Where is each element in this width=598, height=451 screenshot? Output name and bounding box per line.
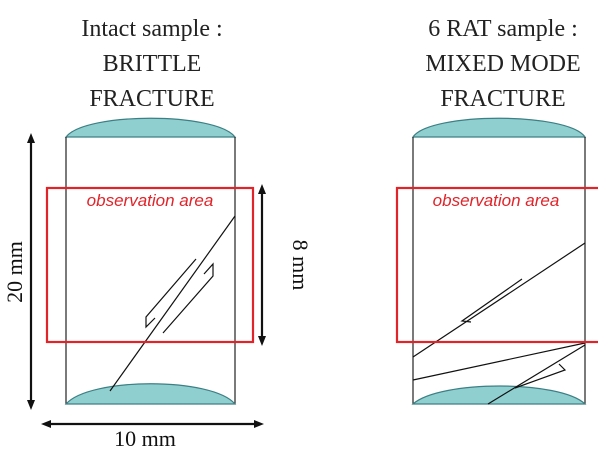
right-shear-arrow-upper xyxy=(460,278,523,323)
right-fracture-line-bottom xyxy=(487,344,586,405)
observation-height-label: 8 mm xyxy=(288,240,313,291)
left-top-cap xyxy=(64,117,237,138)
right-title-line-2: MIXED MODE xyxy=(425,51,580,77)
right-bottom-cap xyxy=(411,385,587,405)
width-dimension-label: 10 mm xyxy=(114,426,176,451)
right-shear-arrow-lower xyxy=(514,363,567,389)
right-observation-area xyxy=(395,186,598,344)
right-fracture-line-lower xyxy=(412,342,586,381)
left-title-line-1: Intact sample : xyxy=(81,16,222,42)
right-sample: 6 RAT sample : MIXED MODE FRACTURE obser… xyxy=(395,16,598,405)
right-title-line-3: FRACTURE xyxy=(440,86,565,112)
left-bottom-cap xyxy=(64,383,237,405)
right-top-cap xyxy=(411,117,587,138)
right-observation-label: observation area xyxy=(433,191,560,210)
left-title-line-3: FRACTURE xyxy=(89,86,214,112)
left-fracture-line xyxy=(109,215,236,392)
left-title-line-2: BRITTLE xyxy=(103,51,202,77)
left-shear-arrow-lower xyxy=(145,258,197,329)
left-sample: Intact sample : BRITTLE FRACTURE observa… xyxy=(2,16,313,451)
left-shear-arrow-upper xyxy=(162,262,214,334)
height-dimension-label: 20 mm xyxy=(2,241,27,303)
left-observation-label: observation area xyxy=(87,191,214,210)
left-observation-area xyxy=(45,186,255,344)
right-fracture-line-upper xyxy=(412,242,586,358)
right-title-line-1: 6 RAT sample : xyxy=(428,16,578,42)
